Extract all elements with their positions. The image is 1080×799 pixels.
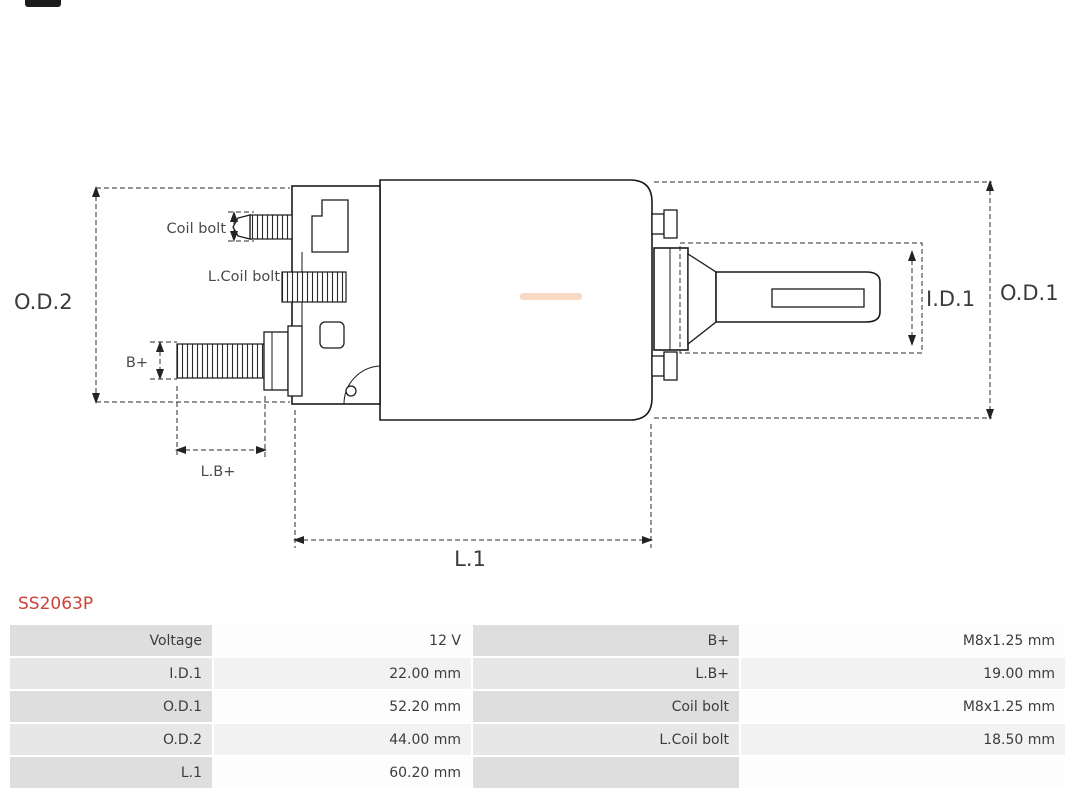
dim-b-plus: B+ <box>126 341 177 380</box>
spec-table: Voltage 12 V B+ M8x1.25 mm I.D.1 22.00 m… <box>8 623 1067 790</box>
coil-bolt <box>232 214 293 240</box>
table-row: O.D.2 44.00 mm L.Coil bolt 18.50 mm <box>10 724 1065 755</box>
spec-label-cell: I.D.1 <box>10 658 212 689</box>
terminal-tabs <box>651 209 678 381</box>
spec-value-cell: 22.00 mm <box>214 658 471 689</box>
spec-label-cell: L.B+ <box>473 658 739 689</box>
dim-l1: L.1 <box>293 410 653 571</box>
solenoid-body <box>379 179 653 421</box>
dim-od2: O.D.2 <box>14 186 290 404</box>
id1-label: I.D.1 <box>926 287 975 311</box>
spec-value-cell: 19.00 mm <box>741 658 1065 689</box>
l-b-plus-label: L.B+ <box>201 464 236 480</box>
b-plus-label: B+ <box>126 355 148 371</box>
part-number: SS2063P <box>18 594 94 614</box>
dim-od1: O.D.1 <box>654 180 1059 420</box>
plunger-shaft <box>653 247 881 351</box>
spec-label-cell: Coil bolt <box>473 691 739 722</box>
l-coil-bolt-label: L.Coil bolt <box>208 269 280 285</box>
l1-label: L.1 <box>454 547 486 571</box>
spec-value-cell: 60.20 mm <box>214 757 471 788</box>
coil-thread-block <box>281 271 347 303</box>
dim-l-coil-bolt: L.Coil bolt <box>208 269 280 285</box>
table-row: Voltage 12 V B+ M8x1.25 mm <box>10 625 1065 656</box>
corner-artifact <box>25 0 61 7</box>
spec-label-cell: B+ <box>473 625 739 656</box>
coil-bolt-label: Coil bolt <box>167 221 227 237</box>
table-row: O.D.1 52.20 mm Coil bolt M8x1.25 mm <box>10 691 1065 722</box>
spec-value-cell: 52.20 mm <box>214 691 471 722</box>
technical-drawing: O.D.2 O.D.1 I.D.1 Coil bolt L.Coil bolt … <box>14 179 1059 571</box>
dim-coil-bolt: Coil bolt <box>167 211 254 242</box>
spec-label-cell: Voltage <box>10 625 212 656</box>
b-plus-terminal <box>176 321 345 397</box>
dim-id1: I.D.1 <box>679 242 975 354</box>
spec-label-cell: L.1 <box>10 757 212 788</box>
spec-value-cell: 18.50 mm <box>741 724 1065 755</box>
spec-label-cell: O.D.2 <box>10 724 212 755</box>
spec-label-cell: O.D.1 <box>10 691 212 722</box>
od2-label: O.D.2 <box>14 290 73 314</box>
spec-label-cell <box>473 757 739 788</box>
watermark <box>520 293 582 300</box>
table-row: I.D.1 22.00 mm L.B+ 19.00 mm <box>10 658 1065 689</box>
solenoid-diagram-svg: O.D.2 O.D.1 I.D.1 Coil bolt L.Coil bolt … <box>14 179 1059 571</box>
spec-value-cell: 12 V <box>214 625 471 656</box>
spec-label-cell: L.Coil bolt <box>473 724 739 755</box>
spec-value-cell: M8x1.25 mm <box>741 625 1065 656</box>
spec-value-cell: M8x1.25 mm <box>741 691 1065 722</box>
table-row: L.1 60.20 mm <box>10 757 1065 788</box>
spec-value-cell <box>741 757 1065 788</box>
od1-label: O.D.1 <box>1000 281 1059 305</box>
dim-l-b-plus: L.B+ <box>175 386 267 480</box>
spec-value-cell: 44.00 mm <box>214 724 471 755</box>
